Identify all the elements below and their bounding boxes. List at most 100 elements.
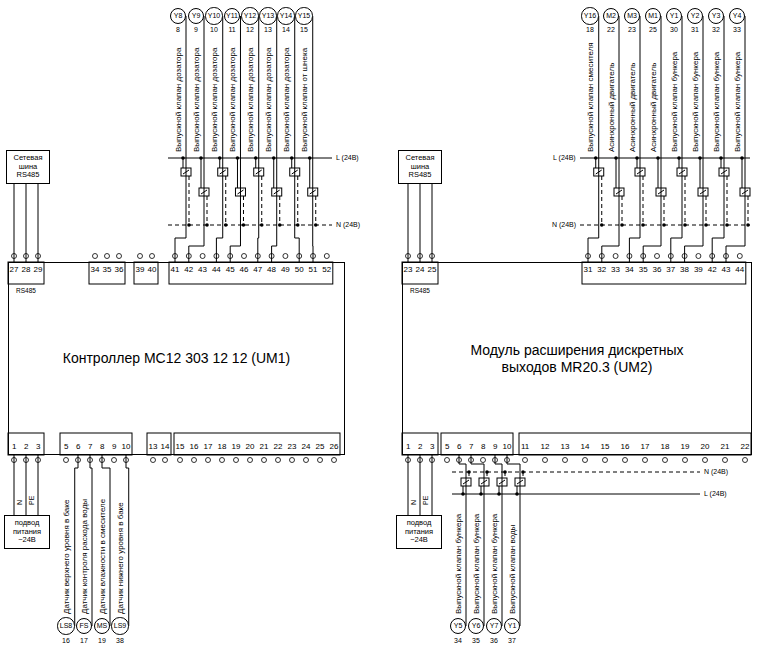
terminal-screw: [623, 458, 628, 463]
terminal-screw: [563, 458, 568, 463]
junction-dot: [594, 156, 598, 160]
wire-connector: [90, 455, 92, 626]
actuator-circle: Y12: [241, 7, 258, 24]
pin-number: 19: [232, 442, 241, 451]
pin-number: 15: [601, 442, 610, 451]
device-label: Датчик нижнего уровня в баке: [116, 502, 125, 614]
relay-wire: [261, 176, 262, 225]
pin-number: 34: [625, 265, 634, 274]
pin-number: 22: [741, 442, 750, 451]
node-text: Y16: [584, 12, 596, 20]
pin-number: 2: [24, 442, 28, 451]
position-number: 22: [607, 26, 615, 34]
pin-number: 29: [34, 265, 43, 274]
node-text: подвод питания ~24В: [398, 519, 440, 545]
actuator-circle: Y10: [205, 7, 222, 24]
device-label: Выпускной клапан дозатора: [246, 48, 255, 152]
bus-wire: [432, 184, 433, 262]
terminal-screw: [737, 254, 742, 259]
terminal-screw: [304, 458, 309, 463]
terminal-block: [8, 262, 44, 284]
terminal-screw: [481, 458, 486, 463]
pin-number: 27: [10, 265, 19, 274]
terminal-screw: [523, 458, 528, 463]
position-number: 37: [508, 637, 516, 645]
wire-connector: [712, 16, 724, 262]
terminal-screw: [200, 254, 205, 259]
junction-dot: [181, 156, 185, 160]
wire-connector: [189, 16, 204, 262]
junction-dot: [662, 223, 666, 227]
node-text: Y7: [490, 622, 499, 630]
actuator-circle: Y7: [486, 618, 502, 634]
pin-number: 36: [653, 265, 662, 274]
wire-connector: [26, 455, 27, 515]
wire-connector: [295, 16, 299, 262]
sensor-circle: LS8: [57, 617, 74, 634]
terminal-screw: [663, 458, 668, 463]
terminal-screw: [324, 254, 329, 259]
pin-number: 39: [694, 265, 703, 274]
terminal-screw: [743, 458, 748, 463]
junction-dot: [683, 223, 687, 227]
pin-number: 13: [561, 442, 570, 451]
neutral-bus: [452, 472, 700, 473]
pin-number: 43: [722, 265, 731, 274]
terminal-block: [60, 433, 132, 455]
node-text: M3: [627, 12, 637, 20]
node-text: Y6: [472, 622, 481, 630]
pin-number: 24: [416, 265, 425, 274]
neutral-bus: [168, 225, 332, 226]
wire-connector: [420, 184, 421, 262]
terminal-block: [169, 262, 333, 284]
pin-number: 21: [721, 442, 730, 451]
node-text: FS: [80, 622, 89, 630]
actuator-circle: Y13: [259, 7, 276, 24]
position-number: 31: [691, 26, 699, 34]
terminal-screw: [683, 458, 688, 463]
pin-number: 20: [246, 442, 255, 451]
actuator-circle: M2: [603, 8, 619, 24]
terminal-screw: [93, 254, 98, 259]
terminal-block: [402, 262, 438, 284]
junction-dot: [461, 492, 465, 496]
pin-number: 5: [445, 442, 449, 451]
power-wire: [38, 455, 39, 515]
pin-number: 7: [88, 442, 92, 451]
power-box: подвод питания ~24В: [396, 515, 442, 549]
position-number: 10: [210, 26, 218, 34]
wire-connector: [507, 455, 520, 626]
wire-connector: [312, 16, 313, 262]
pin-number: 19: [681, 442, 690, 451]
device-label: Выпускной клапан бункера: [472, 514, 481, 614]
supply-bus: [168, 158, 332, 159]
pin-number: 14: [161, 442, 170, 451]
junction-dot: [740, 156, 744, 160]
actuator-circle: Y5: [450, 618, 466, 634]
junction-dot: [600, 223, 604, 227]
node-text: Y15: [298, 12, 310, 20]
actuator-circle: Y15: [295, 7, 312, 24]
terminal-block: [402, 433, 438, 455]
terminal-screw: [283, 254, 288, 259]
pin-number: 42: [708, 265, 717, 274]
wire-label: PE: [28, 496, 36, 505]
device-label: Выпускной клапан от шнека: [300, 48, 309, 152]
pin-number: 23: [288, 442, 297, 451]
junction-dot: [296, 223, 300, 227]
relay-wire: [643, 176, 644, 225]
pin-number: 38: [680, 265, 689, 274]
pin-number: 16: [621, 442, 630, 451]
wire-connector: [726, 16, 745, 262]
position-number: 30: [670, 26, 678, 34]
actuator-circle: Y4: [729, 8, 745, 24]
pin-number: 36: [115, 265, 124, 274]
pin-number: 28: [22, 265, 31, 274]
junction-dot: [725, 223, 729, 227]
terminal-screw: [655, 254, 660, 259]
pin-number: 40: [148, 265, 157, 274]
node-text: Y13: [262, 12, 274, 20]
node-text: Y5: [454, 622, 463, 630]
relay-wire: [207, 196, 208, 225]
